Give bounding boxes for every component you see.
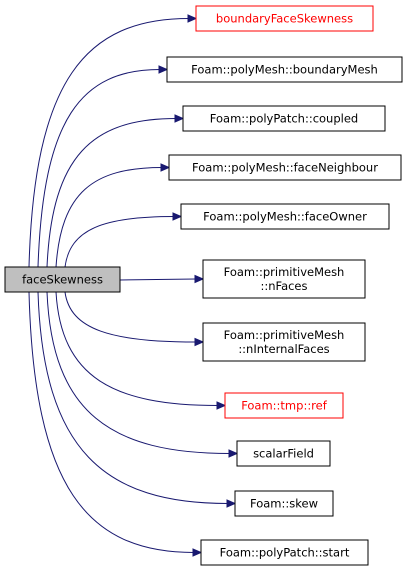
node-boundaryfaceskewness[interactable]: boundaryFaceSkewness xyxy=(195,5,374,32)
edge-to-foam-polymesh-faceowner xyxy=(64,216,175,268)
arrowhead xyxy=(172,212,183,221)
node-box[interactable] xyxy=(236,440,331,467)
edge-to-foam-polypatch-start xyxy=(28,291,195,553)
node-box[interactable] xyxy=(166,56,403,83)
node-foam-skew[interactable]: Foam::skew xyxy=(234,490,334,517)
node-box[interactable] xyxy=(224,392,344,419)
edge-to-foam-polypatch-coupled xyxy=(46,118,177,268)
edge-to-foam-primitivemesh-nfaces xyxy=(119,278,197,281)
node-box[interactable] xyxy=(195,5,374,32)
node-foam-primitivemesh-ninternalfaces[interactable]: Foam::primitiveMesh::nInternalFaces xyxy=(202,322,366,362)
edge-to-foam-polymesh-faceneighbour xyxy=(55,167,163,268)
node-box[interactable] xyxy=(180,203,390,230)
node-label: ::nFaces xyxy=(260,279,307,293)
node-foam-polypatch-start[interactable]: Foam::polyPatch::start xyxy=(200,539,369,566)
node-box[interactable] xyxy=(202,259,366,299)
node-label: ::nInternalFaces xyxy=(238,342,329,356)
arrowhead xyxy=(187,14,198,23)
edge-to-scalarfield xyxy=(46,291,231,454)
arrowhead xyxy=(226,499,237,508)
arrowhead xyxy=(194,274,205,284)
node-label: scalarField xyxy=(253,447,314,461)
edge-to-foam-skew xyxy=(37,291,229,504)
node-box[interactable] xyxy=(200,539,369,566)
node-foam-polymesh-faceneighbour[interactable]: Foam::polyMesh::faceNeighbour xyxy=(168,154,402,181)
edge-to-foam-tmp-ref xyxy=(55,291,219,406)
node-box[interactable] xyxy=(234,490,334,517)
node-foam-polymesh-faceowner[interactable]: Foam::polyMesh::faceOwner xyxy=(180,203,390,230)
root-node-label: faceSkewness xyxy=(22,273,103,287)
node-label: Foam::primitiveMesh xyxy=(224,328,345,342)
arrowhead xyxy=(216,401,227,410)
edge-to-boundaryfaceskewness xyxy=(28,18,190,268)
node-label: Foam::polyMesh::boundaryMesh xyxy=(191,63,378,77)
node-box[interactable] xyxy=(182,105,386,132)
edge-to-foam-primitivemesh-ninternalfaces xyxy=(64,291,197,343)
root-node-face-skewness: faceSkewness xyxy=(4,266,121,293)
node-label: Foam::polyMesh::faceOwner xyxy=(203,210,367,224)
node-foam-tmp-ref[interactable]: Foam::tmp::ref xyxy=(224,392,344,419)
arrowhead xyxy=(192,548,203,557)
arrowhead xyxy=(158,65,169,74)
arrowhead xyxy=(174,114,185,123)
node-scalarfield[interactable]: scalarField xyxy=(236,440,331,467)
edges xyxy=(28,14,239,557)
node-label: boundaryFaceSkewness xyxy=(216,12,353,26)
node-foam-polymesh-boundarymesh[interactable]: Foam::polyMesh::boundaryMesh xyxy=(166,56,403,83)
arrowhead xyxy=(194,337,205,347)
node-label: Foam::skew xyxy=(250,497,318,511)
arrowhead xyxy=(160,163,171,172)
node-label: Foam::polyPatch::coupled xyxy=(210,112,358,126)
node-box[interactable] xyxy=(168,154,402,181)
node-label: Foam::primitiveMesh xyxy=(224,265,345,279)
node-box[interactable] xyxy=(202,322,366,362)
node-label: Foam::tmp::ref xyxy=(241,399,328,413)
edge-to-foam-polymesh-boundarymesh xyxy=(37,69,161,268)
arrowhead xyxy=(228,449,239,458)
node-foam-primitivemesh-nfaces[interactable]: Foam::primitiveMesh::nFaces xyxy=(202,259,366,299)
nodes: faceSkewness boundaryFaceSkewnessFoam::p… xyxy=(4,5,403,566)
root-node-box xyxy=(4,266,121,293)
node-foam-polypatch-coupled[interactable]: Foam::polyPatch::coupled xyxy=(182,105,386,132)
node-label: Foam::polyPatch::start xyxy=(220,546,350,560)
node-label: Foam::polyMesh::faceNeighbour xyxy=(192,161,378,175)
